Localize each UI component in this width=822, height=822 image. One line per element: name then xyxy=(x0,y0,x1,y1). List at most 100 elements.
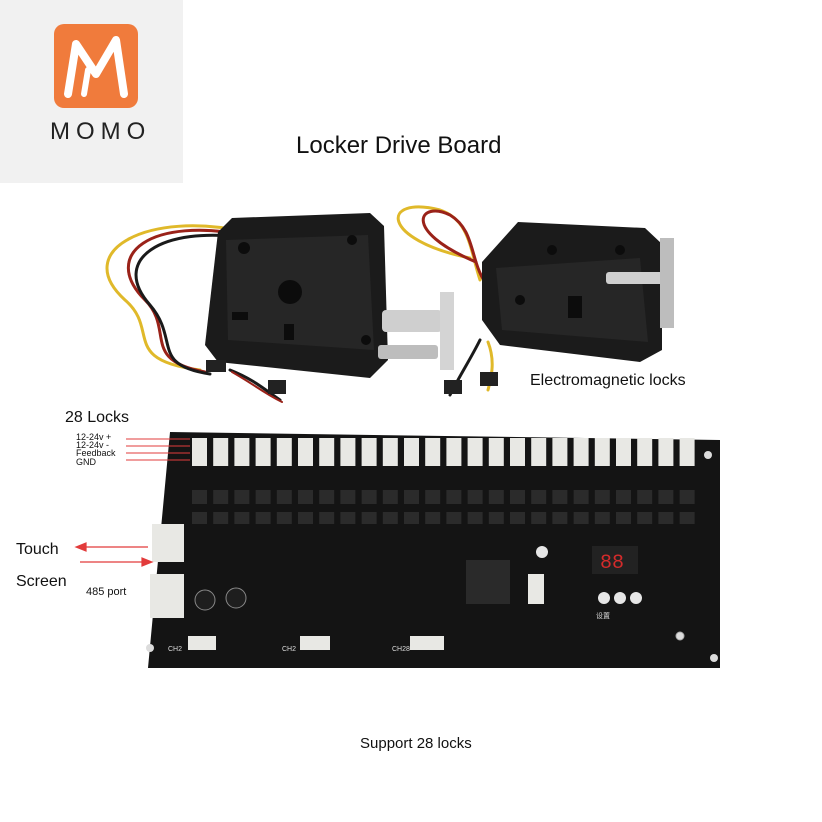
seven-segment-display xyxy=(592,546,638,574)
driver-component xyxy=(552,512,568,524)
relay-component xyxy=(276,490,292,504)
driver-component xyxy=(573,512,589,524)
driver-component xyxy=(467,512,483,524)
lock-connector xyxy=(234,438,250,466)
lock-connector xyxy=(192,438,207,466)
driver-component xyxy=(298,512,313,524)
channel-label-2: CH2 xyxy=(282,646,296,653)
relay-component xyxy=(404,490,419,504)
relay-component xyxy=(467,490,483,504)
mcu-chip xyxy=(466,560,510,604)
pin-label-feedback: Feedback xyxy=(76,448,116,458)
relay-component xyxy=(679,490,695,504)
driver-component xyxy=(382,512,398,524)
relay-component xyxy=(531,490,547,504)
driver-component xyxy=(192,512,207,524)
channel-label-3: CH28 xyxy=(392,646,410,653)
driver-component xyxy=(658,512,674,524)
settings-label: 设置 xyxy=(596,611,610,620)
lock-connector xyxy=(573,438,589,466)
touch-screen-connector xyxy=(152,524,184,562)
lock-connector xyxy=(425,438,441,466)
driver-component xyxy=(446,512,462,524)
relay-component xyxy=(298,490,313,504)
relay-component xyxy=(637,490,653,504)
driver-component xyxy=(213,512,229,524)
touch-label: Touch xyxy=(16,541,59,558)
lock-connector xyxy=(488,438,504,466)
port-label: 485 port xyxy=(86,586,127,598)
relay-component xyxy=(573,490,589,504)
electromagnetic-locks-label: Electromagnetic locks xyxy=(530,372,686,389)
driver-component xyxy=(255,512,271,524)
relay-component xyxy=(552,490,568,504)
lock-connector xyxy=(276,438,292,466)
lock-connector xyxy=(679,438,695,466)
locks-count-label: 28 Locks xyxy=(65,409,130,426)
relay-row xyxy=(192,490,695,524)
relay-component xyxy=(382,490,398,504)
lock-connector xyxy=(552,438,568,466)
relay-component xyxy=(192,490,207,504)
logo-text: MOMO xyxy=(50,118,152,145)
lock-connector xyxy=(340,438,356,466)
driver-component xyxy=(234,512,250,524)
relay-component xyxy=(510,490,525,504)
screen-label: Screen xyxy=(16,573,67,590)
relay-component xyxy=(594,490,610,504)
relay-component xyxy=(446,490,462,504)
relay-component xyxy=(488,490,504,504)
driver-component xyxy=(531,512,547,524)
pin-label-gnd: GND xyxy=(76,457,96,467)
svg-text:88: 88 xyxy=(600,552,624,575)
driver-component xyxy=(319,512,335,524)
lock-connector xyxy=(637,438,653,466)
relay-component xyxy=(658,490,674,504)
locker-drive-board: 88 CH2 CH2 CH28 设置 xyxy=(146,432,720,668)
relay-component xyxy=(255,490,271,504)
lock-connector xyxy=(594,438,610,466)
driver-component xyxy=(616,512,631,524)
touch-screen-arrows xyxy=(74,542,154,567)
driver-component xyxy=(361,512,377,524)
relay-component xyxy=(234,490,250,504)
lock-connector xyxy=(213,438,229,466)
relay-component xyxy=(340,490,356,504)
driver-component xyxy=(276,512,292,524)
channel-label-1: CH2 xyxy=(168,646,182,653)
lock-connector xyxy=(319,438,335,466)
left-electromagnetic-lock xyxy=(205,213,442,394)
lock-connector xyxy=(531,438,547,466)
rs485-connector xyxy=(150,574,184,618)
driver-component xyxy=(679,512,695,524)
driver-component xyxy=(510,512,525,524)
relay-component xyxy=(361,490,377,504)
lock-connector xyxy=(510,438,525,466)
left-lock-wires xyxy=(105,224,283,403)
pin-indicator-lines xyxy=(126,438,190,461)
lock-connector-row xyxy=(192,438,695,466)
support-caption: Support 28 locks xyxy=(360,735,472,752)
driver-component xyxy=(637,512,653,524)
logo-m-shape xyxy=(64,36,128,98)
lock-connector xyxy=(658,438,674,466)
right-electromagnetic-lock xyxy=(440,222,674,394)
lock-connector xyxy=(382,438,398,466)
lock-connector xyxy=(446,438,462,466)
lock-connector xyxy=(616,438,631,466)
driver-component xyxy=(488,512,504,524)
driver-component xyxy=(404,512,419,524)
relay-component xyxy=(616,490,631,504)
driver-component xyxy=(340,512,356,524)
lock-connector xyxy=(298,438,313,466)
driver-component xyxy=(594,512,610,524)
pin-label-negative: 12-24v - xyxy=(76,440,110,450)
pin-label-positive: 12-24v + xyxy=(76,432,112,442)
relay-component xyxy=(319,490,335,504)
page-title: Locker Drive Board xyxy=(296,132,502,159)
lock-connector xyxy=(255,438,271,466)
logo-mark xyxy=(54,24,138,108)
brand-logo: MOMO xyxy=(0,0,183,183)
lock-connector xyxy=(404,438,419,466)
